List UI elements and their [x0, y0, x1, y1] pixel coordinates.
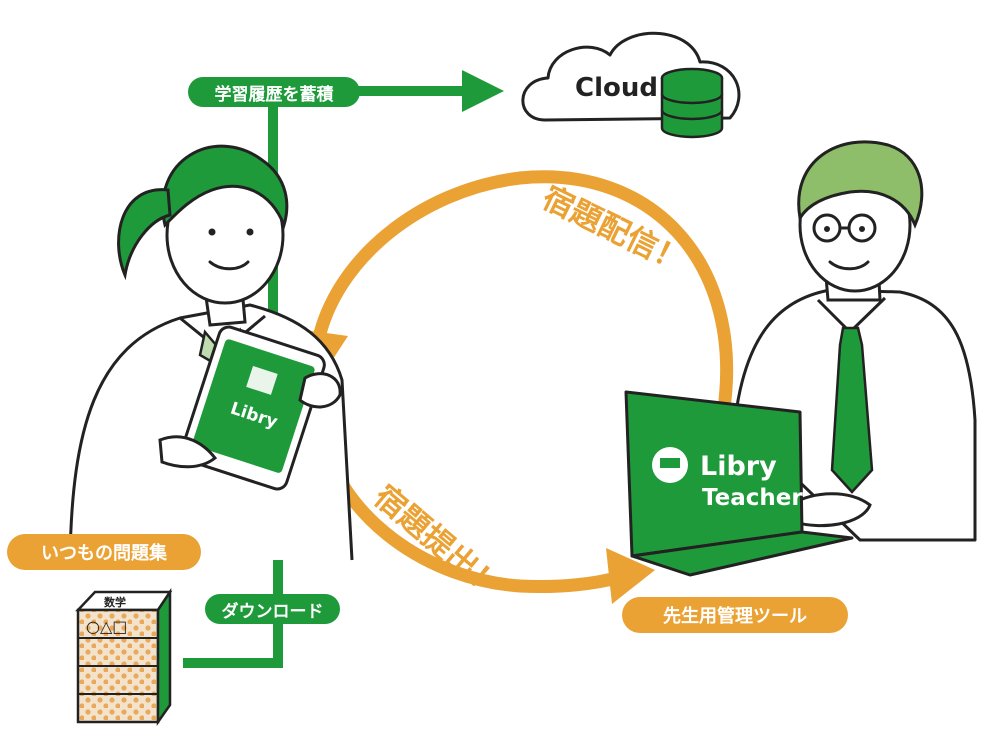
accumulate-history-text: 学習履歴を蓄積 — [214, 84, 334, 105]
laptop-app-label-1: Libry — [700, 451, 777, 482]
tablet-icon: Libry — [180, 325, 326, 491]
download-label: ダウンロード — [205, 594, 340, 624]
usual-workbook-label: いつもの問題集 — [7, 534, 201, 570]
history-arrow — [268, 70, 504, 338]
book-stack-icon: 数学 ○△□ — [75, 587, 173, 726]
teacher-illustration — [733, 140, 977, 542]
laptop-icon: Libry Teacher — [624, 390, 854, 577]
teacher-tool-label: 先生用管理ツール — [622, 597, 848, 633]
libry-teacher-logo: Libry Teacher — [652, 447, 803, 511]
download-text: ダウンロード — [221, 601, 324, 622]
teacher-tool-text: 先生用管理ツール — [663, 606, 807, 627]
book-cover-symbols: ○△□ — [86, 617, 127, 636]
database-icon — [660, 67, 724, 139]
accumulate-history-label: 学習履歴を蓄積 — [188, 77, 360, 107]
student-illustration: Libry — [68, 144, 354, 561]
assign-arrow — [290, 170, 733, 407]
cloud-label: Cloud — [575, 73, 658, 103]
book-cover-title: 数学 — [104, 595, 126, 609]
laptop-app-label-2: Teacher — [702, 485, 803, 511]
usual-workbook-text: いつもの問題集 — [41, 543, 167, 564]
